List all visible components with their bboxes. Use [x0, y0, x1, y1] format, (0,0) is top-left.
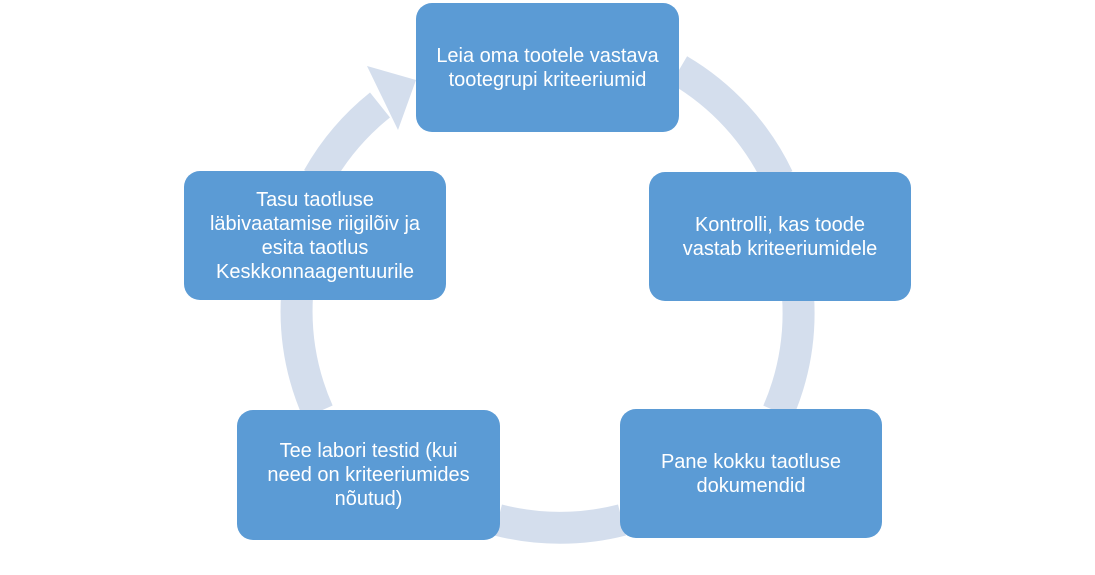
process-step-find-criteria: Leia oma tootele vastava tootegrupi krit…	[416, 3, 679, 132]
ring-arc-4-to-5	[280, 295, 333, 419]
process-step-pay-and-submit: Tasu taotluse läbivaatamise riigilõiv ja…	[184, 171, 446, 300]
ring-arrowhead	[367, 66, 416, 130]
process-step-lab-tests: Tee labori testid (kui need on kriteeriu…	[237, 410, 500, 540]
process-step-check-product: Kontrolli, kas toode vastab kriteeriumid…	[649, 172, 911, 301]
ring-arc-2-to-3	[763, 294, 815, 419]
process-step-compile-documents: Pane kokku taotluse dokumendid	[620, 409, 882, 538]
ring-arc-5-to-1	[304, 92, 391, 187]
ring-arc-1-to-2	[670, 56, 793, 186]
ring-arc-3-to-4	[494, 504, 626, 544]
